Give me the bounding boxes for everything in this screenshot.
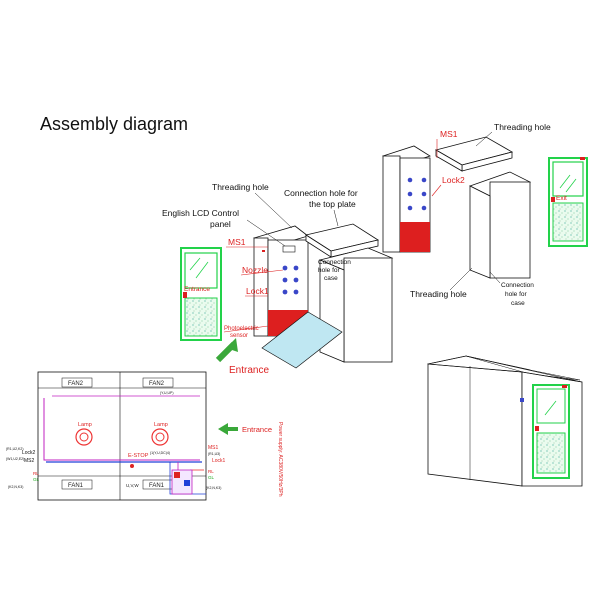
label-threading-hole-bottom: Threading hole <box>410 289 467 299</box>
label-nozzle: Nozzle <box>242 265 268 275</box>
label-lock2: Lock2 <box>442 175 465 185</box>
label-connection-top-2: the top plate <box>309 199 356 209</box>
sch-tag-5: (R1,U3) <box>208 452 220 456</box>
fan1-left: FAN1 <box>68 483 84 489</box>
lamp-right-label: Lamp <box>154 422 168 428</box>
sch-tag-3: (K2,N,K3) <box>8 485 23 489</box>
schematic-panel: FAN2 FAN2 FAN1 FAN1 Lamp Lamp E-STOP U,V… <box>6 371 226 501</box>
label-photo-2: sensor <box>230 333 248 339</box>
sch-rl-left: RL <box>33 471 39 476</box>
estop-label: E-STOP <box>128 453 149 459</box>
shower-unit-left <box>253 225 309 337</box>
entrance-door <box>180 247 222 341</box>
floor-plate <box>261 311 343 369</box>
label-photo-1: Photoelectric <box>224 326 259 332</box>
label-connection-top-1: Connection hole for <box>284 188 358 198</box>
lamp-left-label: Lamp <box>78 422 92 428</box>
label-conn-case-right-3: case <box>511 300 525 307</box>
sch-ms2: MS2 <box>24 458 35 464</box>
sch-tag-4: (K2,N,K3) <box>206 486 221 490</box>
side-case-right <box>468 171 532 279</box>
label-ms1-right: MS1 <box>440 129 458 139</box>
fan1-right: FAN1 <box>149 483 165 489</box>
label-entrance-door: Entrance <box>184 286 210 293</box>
sch-gl-right: GL <box>208 475 215 480</box>
shower-unit-right <box>382 145 431 253</box>
schematic-entrance-label: Entrance <box>242 425 272 434</box>
fan2-left: FAN2 <box>68 381 84 387</box>
sch-lock1: Lock1 <box>212 458 226 464</box>
label-conn-case-mid-3: case <box>324 275 338 282</box>
sch-ms1: MS1 <box>208 445 219 451</box>
sch-rl-right: RL <box>208 469 214 474</box>
fan2-right: FAN2 <box>149 381 165 387</box>
sch-lock2: Lock2 <box>22 450 36 456</box>
label-lock1: Lock1 <box>246 286 269 296</box>
sch-tag-2: (W1,U2,E2) <box>6 457 24 461</box>
exit-door <box>548 157 588 247</box>
schematic-entrance-arrow <box>218 423 238 435</box>
label-exit: Exit <box>556 195 567 202</box>
page-title: Assembly diagram <box>40 114 188 134</box>
sch-gl-left: GL <box>33 477 40 482</box>
top-plate-right <box>434 136 514 172</box>
label-ms1-left: MS1 <box>228 237 246 247</box>
sch-tag-1: (R1,U2,K2) <box>6 447 24 451</box>
label-threading-hole-left: Threading hole <box>212 182 269 192</box>
power-supply-label: Power supply: AC380V/50Hz/3Ph <box>277 422 283 497</box>
top-plate-left <box>304 223 380 258</box>
sch-tag-6: (Y,U,UP) <box>160 391 174 395</box>
label-entrance-main: Entrance <box>229 365 269 376</box>
label-threading-hole-right: Threading hole <box>494 122 551 132</box>
label-lcd-1: English LCD Control <box>162 208 239 218</box>
label-conn-case-mid-2: hole for <box>318 267 341 274</box>
uvw-label: U,V,W <box>126 483 139 488</box>
label-conn-case-mid-1: Connection <box>318 259 351 266</box>
sch-tag-7: (1(Y,U,DC)4) <box>150 451 170 455</box>
label-conn-case-right-1: Connection <box>501 282 534 289</box>
label-conn-case-right-2: hole for <box>505 291 528 298</box>
entrance-arrow <box>215 338 238 363</box>
label-lcd-2: panel <box>210 219 231 229</box>
assembled-shower <box>427 355 583 487</box>
